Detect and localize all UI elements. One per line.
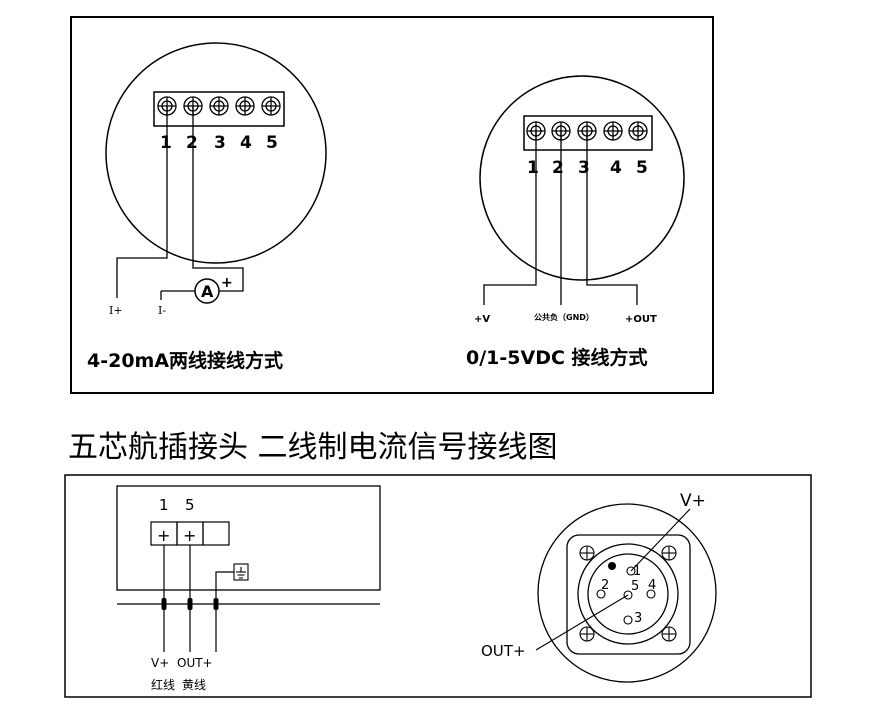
- terminal-screws-left: [157, 96, 281, 116]
- bottom-panel-frame: [64, 474, 812, 698]
- pin-number-5: 5: [631, 579, 639, 594]
- plus-sign-1: +: [157, 526, 170, 545]
- wire-label-out-plus: OUT+: [177, 656, 213, 670]
- pin-number-2: 2: [601, 578, 609, 593]
- terminal-number-1: 1: [527, 158, 539, 178]
- terminal-screw: [603, 121, 623, 141]
- ground-symbol: [233, 563, 249, 581]
- flange-screw: [661, 545, 677, 561]
- pin-number-1: 1: [633, 564, 641, 579]
- wire-color-red: 红线: [151, 677, 175, 692]
- connector-body-inner: [587, 553, 669, 635]
- two-wire-current-diagram: 1 2 3 4 5 A + I+ I- 4-20mA两线接线方式: [87, 42, 327, 372]
- wire-color-yellow: 黄线: [182, 678, 206, 692]
- pin-label-5: 5: [185, 496, 195, 514]
- pin-number-3: 3: [634, 611, 642, 626]
- transmitter-body: [116, 485, 381, 591]
- terminal-number-4: 4: [610, 158, 622, 178]
- callout-lines: [535, 508, 691, 651]
- terminal-screw: [235, 96, 255, 116]
- terminal-screw: [628, 121, 648, 141]
- flange-screw: [661, 626, 677, 642]
- plus-sign-5: +: [183, 526, 196, 545]
- callout-out-plus: OUT+: [481, 642, 526, 660]
- key-dot: [608, 562, 616, 570]
- caption-two-wire: 4-20mA两线接线方式: [87, 349, 283, 372]
- caption-voltage: 0/1-5VDC 接线方式: [466, 346, 648, 369]
- terminal-block-left: [153, 91, 285, 127]
- terminal-number-5: 5: [636, 158, 648, 178]
- label-gnd: 公共负（GND）: [534, 312, 594, 322]
- terminal-number-2: 2: [186, 133, 198, 153]
- label-i-minus: I-: [158, 304, 166, 317]
- label-v-plus: +V: [474, 314, 490, 325]
- terminal-number-4: 4: [240, 133, 252, 153]
- terminal-screw: [261, 96, 281, 116]
- ammeter-symbol: A +: [194, 275, 233, 304]
- callout-v-plus: V+: [680, 491, 706, 511]
- terminal-screw: [209, 96, 229, 116]
- signal-wires: [163, 545, 234, 652]
- wire-label-v-plus: V+: [151, 656, 169, 670]
- terminal-number-3: 3: [578, 158, 590, 178]
- connector-flange: [566, 534, 691, 655]
- pin-number-4: 4: [648, 578, 656, 593]
- terminal-block-right: [523, 115, 653, 151]
- terminal-number-1: 1: [160, 133, 172, 153]
- terminal-number-2: 2: [552, 158, 564, 178]
- current-loop-wires: [116, 106, 244, 300]
- flange-screws: [579, 545, 677, 642]
- connector-body-outer: [577, 543, 679, 645]
- five-pin-connector: 1 2 5 4 3 V+ OUT+: [481, 491, 717, 683]
- pin-label-1: 1: [159, 496, 169, 514]
- wire-crimps: [161, 598, 219, 610]
- voltage-output-diagram: 1 2 3 4 5 +V 公共负（GND） +OUT 0/1-5VDC 接线方式: [466, 75, 685, 369]
- ammeter-letter: A: [201, 282, 214, 301]
- section-title: 五芯航插接头 二线制电流信号接线图: [68, 430, 558, 465]
- flange-screw: [579, 626, 595, 642]
- terminal-number-3: 3: [214, 133, 226, 153]
- connector-outer-ring: [537, 503, 717, 683]
- connector-pins: [596, 566, 656, 625]
- voltage-output-wires: [483, 131, 638, 305]
- label-out: +OUT: [625, 314, 657, 325]
- sensor-housing-circle-right: [479, 75, 685, 281]
- label-i-plus: I+: [109, 304, 123, 317]
- terminal-number-5: 5: [266, 133, 278, 153]
- sensor-housing-circle-left: [105, 42, 327, 264]
- flange-screw: [579, 545, 595, 561]
- top-panel-frame: [70, 16, 714, 394]
- ammeter-plus-sign: +: [221, 275, 233, 291]
- connector-wiring-left: 1 5 + + V+ OUT+ 红线 黄线: [116, 485, 381, 692]
